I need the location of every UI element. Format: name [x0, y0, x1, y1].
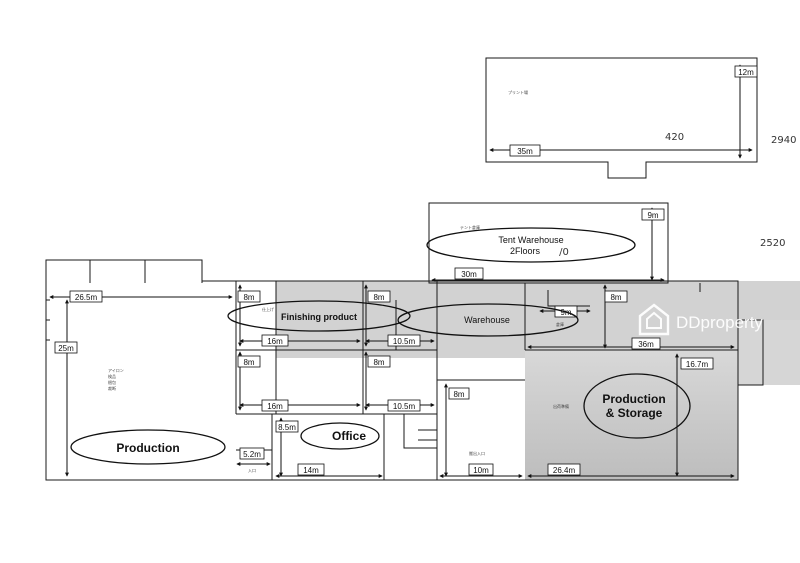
dim-ps-264m: 26.4m: [553, 466, 576, 475]
room-entrance-mid: 搬出入口: [469, 450, 485, 456]
dim-top-height: 12m: [738, 68, 754, 77]
room-prod-4: 裁断: [108, 385, 116, 391]
dim-fin-16m-top: 16m: [267, 337, 283, 346]
dim-wh-8m-top: 8m: [373, 293, 384, 302]
label-office: Office: [332, 429, 366, 443]
room-prod-1: アイロン: [108, 368, 124, 373]
note-2940: 2940: [771, 135, 796, 146]
label-tent-floors: 2Floors: [510, 246, 541, 256]
note-tent-suffix: /0: [559, 247, 569, 258]
dim-wh-105-bot: 10.5m: [393, 402, 416, 411]
shaded-overlay-right: [738, 320, 800, 385]
dim-office-14m: 14m: [303, 466, 319, 475]
label-production-storage-1: Production: [602, 392, 665, 406]
tent-warehouse-building: [428, 202, 669, 284]
dim-fin-8m-mid: 8m: [243, 358, 254, 367]
dim-wh-8m-mid: 8m: [373, 358, 384, 367]
dim-office-85m: 8.5m: [278, 423, 296, 432]
dim-fin-16m-bot: 16m: [267, 402, 283, 411]
production-storage-area: [525, 350, 738, 480]
room-finishing: 仕上げ: [262, 306, 274, 312]
room-print: プリント場: [508, 89, 528, 95]
dim-ent-8m: 8m: [453, 390, 464, 399]
dimension-labels: [54, 65, 758, 476]
note-2520: 2520: [760, 238, 785, 249]
dim-tent-height: 9m: [647, 211, 658, 220]
label-warehouse: Warehouse: [464, 315, 510, 325]
room-entrance-left: 入口: [248, 468, 256, 473]
dimension-texts: 12m 35m 9m 30m 26.5m 25m 8m 8m 8m 8m 16m…: [58, 68, 754, 475]
dim-ps-8m: 8m: [610, 293, 621, 302]
label-tent-warehouse: Tent Warehouse: [498, 235, 563, 245]
area-ellipses: [70, 227, 691, 465]
small-room-texts: プリント場 テント倉庫 アイロン 検品 梱包 裁断 仕上げ 出荷準備 入口 搬出…: [108, 89, 569, 473]
watermark-brand: DDproperty: [676, 313, 763, 332]
room-prod-3: 梱包: [108, 379, 116, 385]
area-labels: Tent Warehouse 2Floors /0 Finishing prod…: [116, 235, 665, 455]
dim-prod-width: 26.5m: [75, 293, 98, 302]
dim-ps-36m: 36m: [638, 340, 654, 349]
dim-tent-width: 30m: [461, 270, 477, 279]
main-building: [45, 259, 764, 481]
room-prod-2: 検品: [108, 373, 116, 379]
handwritten-notes: 420 2940 2520: [665, 132, 796, 249]
label-production-storage-2: & Storage: [606, 406, 663, 420]
dim-prod-height: 25m: [58, 344, 74, 353]
dim-fin-8m-top: 8m: [243, 293, 254, 302]
label-finishing-product: Finishing product: [281, 312, 357, 322]
dim-wh-105-top: 10.5m: [393, 337, 416, 346]
note-420: 420: [665, 132, 684, 143]
ddproperty-watermark: DDproperty: [638, 303, 763, 336]
room-warehouse: 倉庫: [556, 321, 564, 327]
room-tent: テント倉庫: [460, 224, 480, 230]
ddproperty-logo-icon: [638, 303, 670, 336]
room-ps: 出荷準備: [553, 403, 569, 409]
print-building: [485, 57, 758, 179]
label-production: Production: [116, 441, 179, 455]
dim-ent-10m: 10m: [473, 466, 489, 475]
dim-top-width: 35m: [517, 147, 533, 156]
dim-ps-167m: 16.7m: [686, 360, 709, 369]
dim-prod-52m: 5.2m: [243, 450, 261, 459]
